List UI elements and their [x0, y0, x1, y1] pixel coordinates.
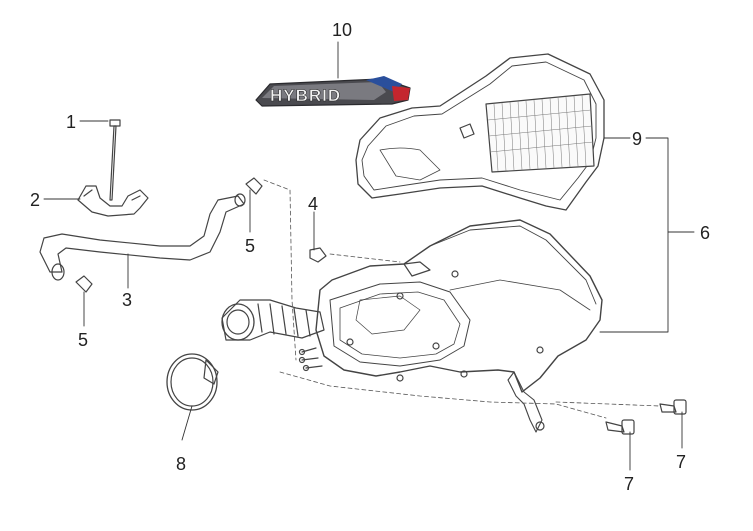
bolt-a: [605, 419, 635, 435]
small-clamp-upper: [245, 177, 263, 195]
breather-hose: [39, 193, 246, 281]
callout-4: 4: [308, 194, 318, 214]
dashed-guides: [263, 179, 661, 419]
callout-1: 1: [66, 112, 76, 132]
callout-7-right: 7: [676, 452, 686, 472]
callout-7-left: 7: [624, 474, 634, 494]
callout-9: 9: [632, 129, 642, 149]
callout-5-lower: 5: [78, 330, 88, 350]
inlet-duct: [221, 299, 325, 341]
leader-lines: [43, 41, 695, 471]
callout-8: 8: [176, 454, 186, 474]
filter-cover: [355, 53, 605, 211]
badge-label: HYBRID: [270, 86, 341, 105]
callout-3: 3: [122, 290, 132, 310]
small-clamp-lower: [75, 275, 93, 293]
bracket: [77, 185, 149, 217]
callouts: 10 1 2 3 4 5 5 6 7 7 8 9: [30, 20, 710, 494]
bolt-b: [659, 399, 687, 415]
callout-6: 6: [700, 223, 710, 243]
hose-clamp: [166, 353, 219, 411]
callout-5-upper: 5: [245, 236, 255, 256]
screw: [109, 119, 121, 201]
air-box: [298, 219, 603, 433]
callout-2: 2: [30, 190, 40, 210]
clip: [309, 247, 327, 263]
callout-10: 10: [332, 20, 352, 40]
hybrid-badge: HYBRID: [255, 76, 411, 107]
